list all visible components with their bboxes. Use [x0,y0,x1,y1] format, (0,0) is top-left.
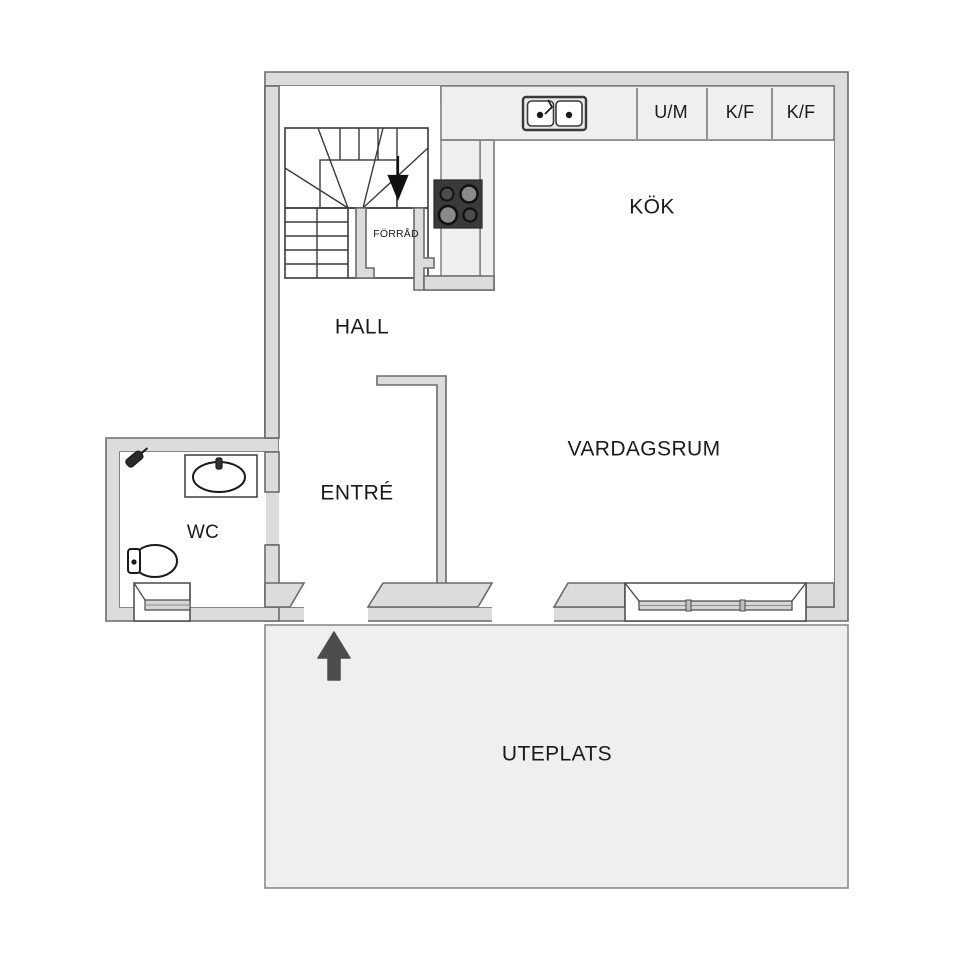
stair-winder-1 [317,127,349,209]
forrad-west-wall [355,207,375,279]
livingroom-opening-gap [492,606,554,622]
wc-fixtures [125,447,258,578]
stair-direction-arrow-icon [387,156,409,201]
appliance-labels: U/M K/F K/F [654,102,815,122]
sliding-door-jamb-right [805,582,835,608]
door-openings [264,582,835,622]
room-label-forrad: FÖRRÅD [373,227,419,240]
hob-burner-1 [439,186,455,202]
sink-faucet [544,99,554,115]
hob-burner-4 [462,207,478,223]
interior-floor [120,86,834,607]
double-bowl-sink [521,95,588,132]
appliance-label-um: U/M [654,102,688,122]
uteplats-slab [264,624,849,889]
wc-window-splay-left [133,582,146,601]
hob-burner-3 [437,204,459,226]
appliance-label-kf-2: K/F [787,102,816,122]
room-label-uteplats: UTEPLATS [502,743,612,766]
sliding-door-splay-right [791,582,807,602]
sliding-glass-door [624,582,807,622]
room-label-hall: HALL [335,316,389,339]
forrad-walls [355,207,495,291]
room-labels: KÖK HALL FÖRRÅD VARDAGSRUM ENTRÉ WC UTEP… [187,196,721,766]
stair-winder-2 [284,167,349,209]
sliding-door-mullion-2 [739,599,746,612]
appliance-label-kf-1: K/F [726,102,755,122]
room-label-entre: ENTRÉ [320,482,393,505]
sink-drain-left [536,111,544,119]
sliding-door-splay-left [624,582,640,602]
forrad-east-wall [413,207,435,291]
washbasin-tap [215,457,223,470]
entre-wc-partition-upper [264,451,280,493]
uteplats-area [264,624,849,889]
four-burner-hob [433,179,483,229]
room-label-wc: WC [187,522,219,543]
toilet-flush-button [131,559,137,565]
room-label-vardagsrum: VARDAGSRUM [568,438,721,461]
forrad-south-stub [423,275,495,291]
room-label-kok: KÖK [629,196,675,219]
entrance-direction-arrow [317,631,351,681]
shower-head-arm [140,447,149,455]
stair-winder-3 [362,127,384,209]
entrance-arrow-icon [317,631,351,681]
sliding-door-mullion-1 [685,599,692,612]
wc-window [133,582,191,622]
sink-drain-right [565,111,573,119]
hob-burner-2 [459,184,479,204]
entrance-jamb-right [366,582,494,608]
entrance-opening-gap [304,606,368,622]
entrance-jamb-left [264,582,306,608]
shower-head-icon [125,447,149,468]
kitchen-counters [423,85,835,291]
hall-west-partition [264,85,280,439]
